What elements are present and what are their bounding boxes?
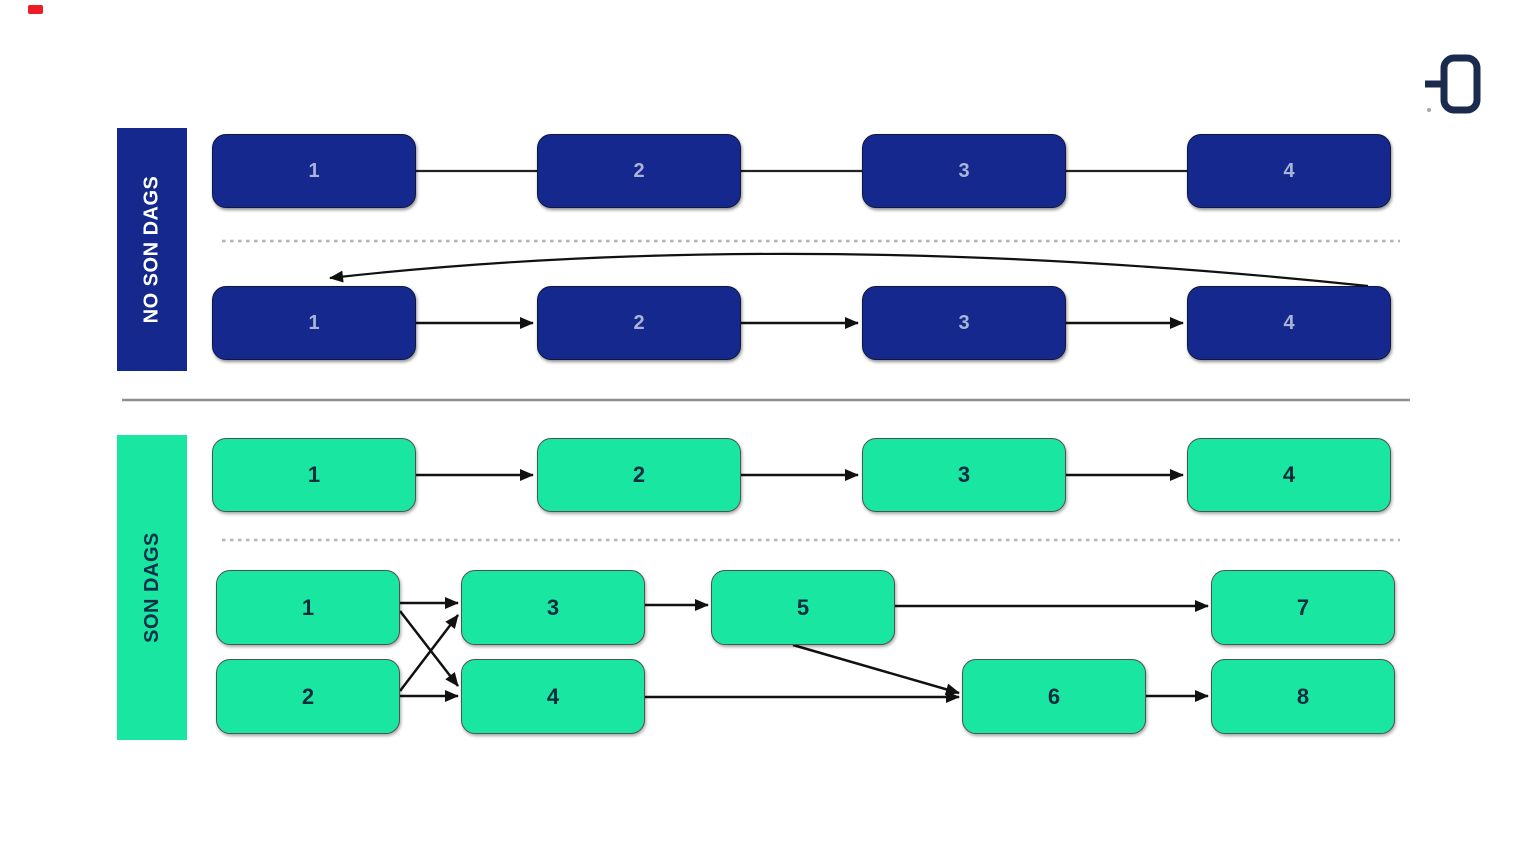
green-chain-node-2: 2 [537,438,741,512]
green-dag-node-2: 2 [216,659,400,734]
blue-cycle-node-3: 3 [862,286,1066,360]
band-no-son-dags: NO SON DAGS [117,128,187,371]
band-son-dags: SON DAGS [117,435,187,740]
d-brand-logo [1425,54,1481,114]
edge-dag-5-6 [792,643,960,696]
green-dag-node-6: 6 [962,659,1146,734]
green-dag-node-8: 8 [1211,659,1395,734]
red-marker [28,5,43,14]
green-dag-node-1: 1 [216,570,400,645]
green-chain-node-4: 4 [1187,438,1391,512]
green-dag-node-3: 3 [461,570,645,645]
green-dag-node-4: 4 [461,659,645,734]
edge-dag-2-3 [399,614,459,692]
blue-cycle-node-1: 1 [212,286,416,360]
green-chain-node-1: 1 [212,438,416,512]
edge-dag-1-4 [399,610,459,687]
green-dag-node-5: 5 [711,570,895,645]
green-dag-node-7: 7 [1211,570,1395,645]
blue-plain-node-2: 2 [537,134,741,208]
blue-cycle-node-4: 4 [1187,286,1391,360]
blue-cycle-node-2: 2 [537,286,741,360]
logo-dot [1427,108,1431,112]
green-chain-node-3: 3 [862,438,1066,512]
blue-plain-node-1: 1 [212,134,416,208]
blue-plain-node-3: 3 [862,134,1066,208]
blue-plain-node-4: 4 [1187,134,1391,208]
edge-cycle-4-1-arc [329,252,1369,288]
